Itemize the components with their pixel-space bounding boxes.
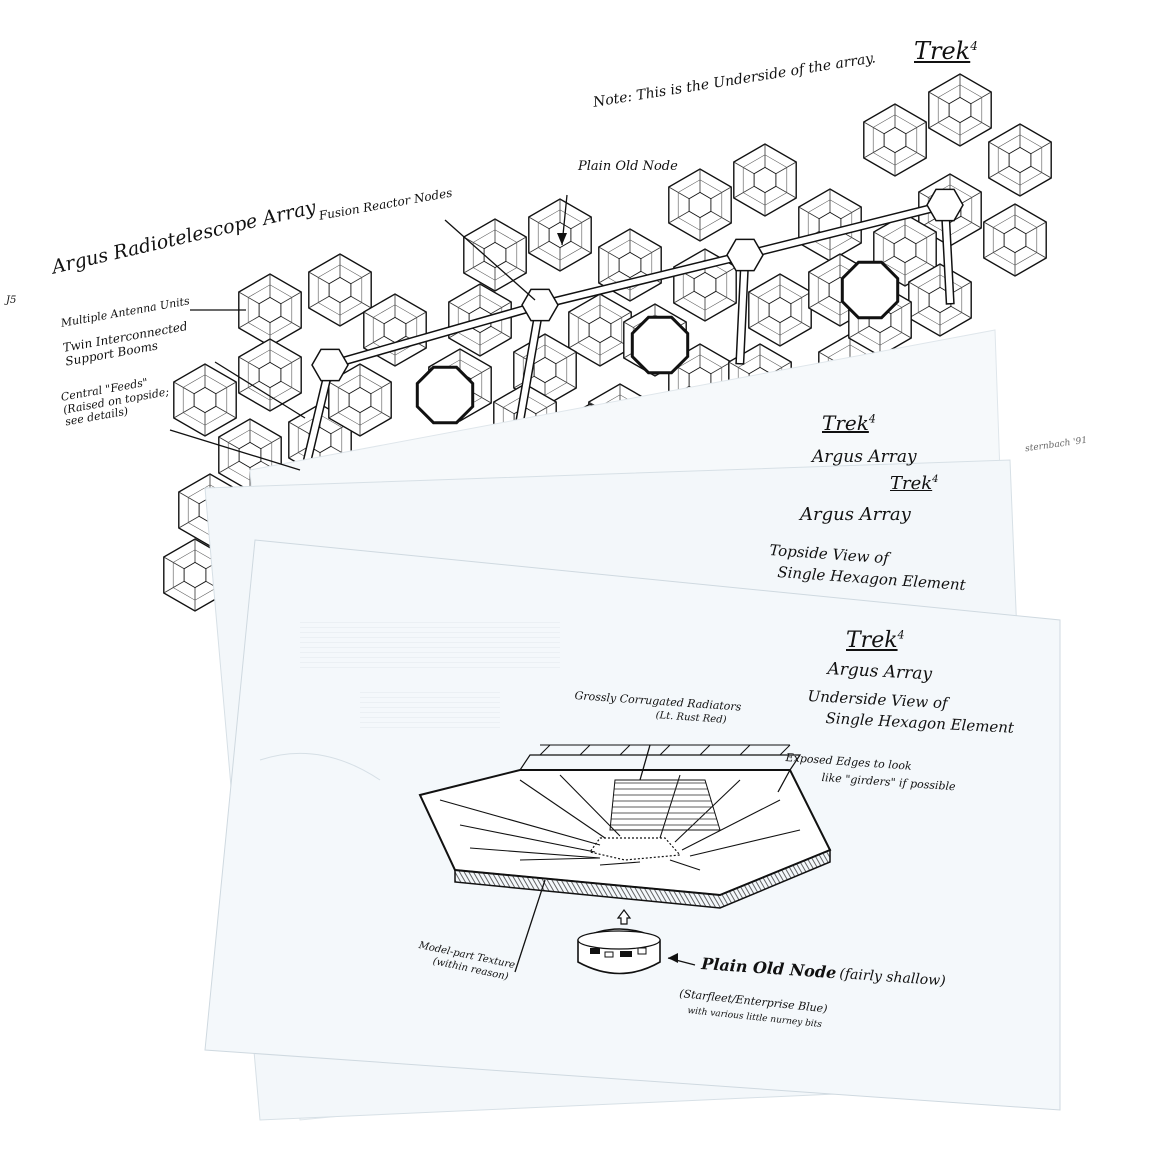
antenna-hexagon (463, 218, 527, 292)
antenna-hexagon (988, 123, 1052, 197)
panel-rib (519, 779, 606, 839)
top-sheet (163, 73, 1052, 612)
antenna-hexagon (983, 203, 1047, 277)
second-trek-logo: Trek4 (890, 473, 939, 494)
reactor-node (926, 188, 964, 222)
top-trek-logo: Trek4 (914, 37, 978, 65)
central-feed (630, 315, 690, 375)
antenna-hexagon (238, 338, 302, 412)
antenna-hexagon (908, 263, 972, 337)
panel-rib (469, 847, 601, 859)
reactor-node (311, 348, 349, 382)
antenna-hexagon (308, 253, 372, 327)
bleed-through-marks (259, 620, 560, 781)
antenna-hexagon (238, 273, 302, 347)
panel-rib (681, 799, 781, 851)
corner-mark: J5 (6, 295, 17, 306)
second-sheet-title: Argus Array (800, 504, 911, 525)
antenna-hexagon (748, 273, 812, 347)
antenna-hexagon (733, 143, 797, 217)
middle-sheet-title: Argus Array (812, 447, 917, 467)
panel-rib (459, 824, 596, 853)
front-trek-logo: Trek4 (846, 628, 905, 653)
panel-rib (689, 829, 801, 857)
panel-rib (669, 859, 701, 871)
panel-rib (519, 857, 601, 861)
support-boom (736, 251, 749, 364)
support-booms (299, 188, 964, 476)
antenna-hexagon (668, 168, 732, 242)
support-boom (301, 361, 334, 474)
antenna-hexagon (173, 363, 237, 437)
middle-trek-logo: Trek4 (822, 411, 876, 435)
support-boom (536, 251, 749, 309)
plain-old-node-drawing (577, 909, 661, 975)
reactor-node (726, 238, 764, 272)
central-feed (415, 365, 475, 425)
radiator-grill (609, 779, 721, 831)
antenna-hexagon (873, 213, 937, 287)
support-boom (326, 301, 544, 369)
callout-plain-old-node: Plain Old Node (578, 159, 678, 174)
antenna-hexagon (928, 73, 992, 147)
panel-rib (599, 861, 641, 866)
central-feed (840, 260, 900, 320)
support-boom (741, 201, 949, 259)
callout-leaders (169, 194, 791, 973)
antenna-hexagon (328, 363, 392, 437)
antenna-hexagon (528, 198, 592, 272)
panel-rib (439, 799, 601, 846)
antenna-hexagon (568, 293, 632, 367)
antenna-hexagon (863, 103, 927, 177)
hexagon-element-drawing (418, 744, 832, 909)
support-boom (516, 301, 544, 424)
